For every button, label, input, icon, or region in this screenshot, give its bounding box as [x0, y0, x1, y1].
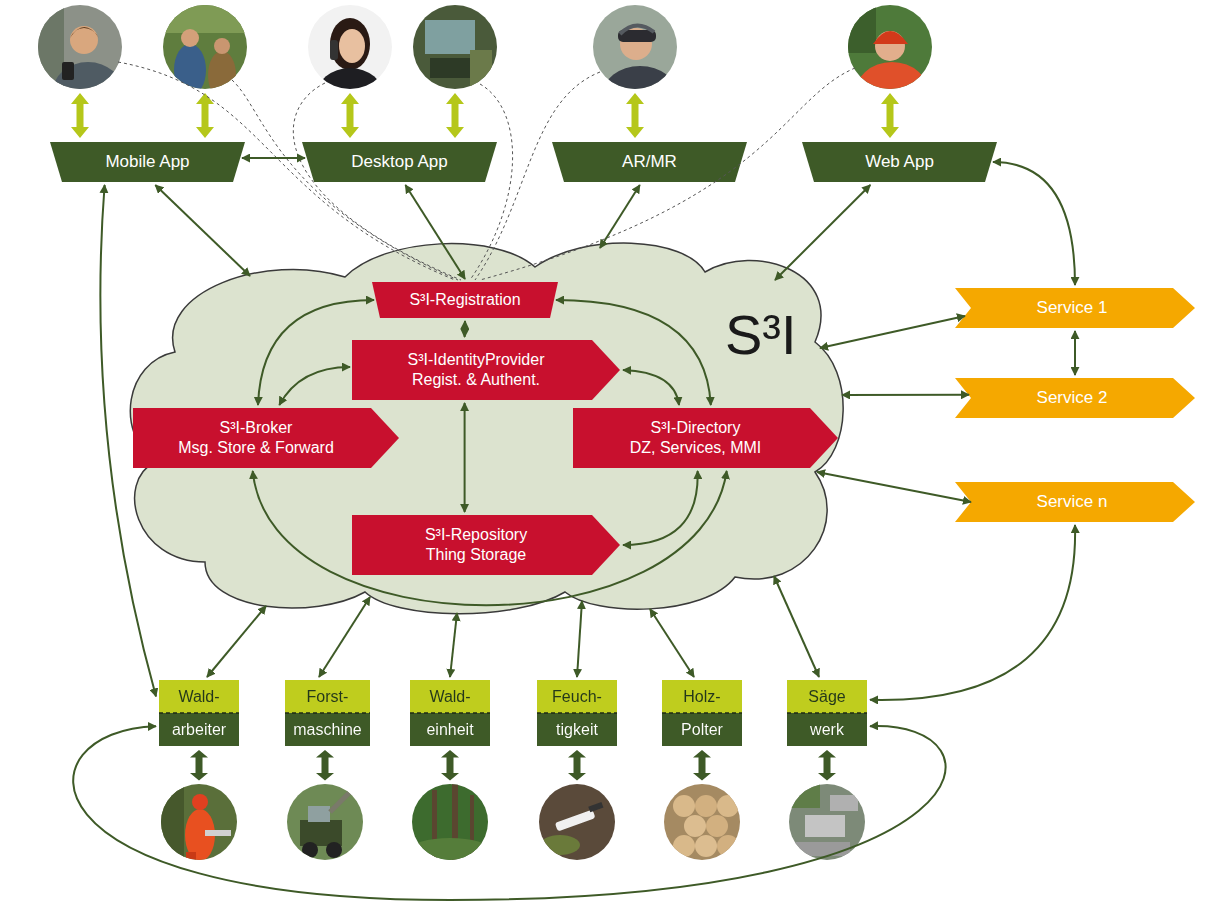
- connector: [73, 726, 945, 900]
- pent-outline: [133, 408, 399, 468]
- component-box: S³I-DirectoryDZ, Services, MMI: [573, 408, 838, 468]
- app-box: AR/MR: [552, 142, 747, 182]
- connector: [817, 472, 971, 502]
- dark-arrow: [190, 750, 836, 781]
- cloud-platform: S³I S³I-RegistrationS³I-IdentityProviderR…: [115, 232, 850, 627]
- connector: [464, 321, 466, 337]
- service-box: Service 1: [955, 288, 1195, 328]
- box-label: Säge werk: [808, 680, 845, 746]
- thing-box: Feuch- tigkeit: [537, 680, 617, 746]
- connector: [650, 609, 694, 677]
- connector: [870, 525, 1075, 700]
- service-box: Service n: [955, 482, 1195, 522]
- component-box: S³I-BrokerMsg. Store & Forward: [133, 408, 399, 468]
- connector: [600, 185, 640, 248]
- component-box: S³I-IdentityProviderRegist. & Authent.: [352, 340, 620, 400]
- thing-photo: [662, 782, 742, 862]
- pent-outline: [352, 340, 620, 400]
- thing-photo: [787, 782, 867, 862]
- thing-photo: [537, 782, 617, 862]
- connector: [993, 162, 1075, 285]
- box-label: Feuch- tigkeit: [552, 680, 602, 746]
- box-label: Service 1: [1037, 298, 1108, 318]
- box-subtitle: Msg. Store & Forward: [178, 438, 334, 458]
- box-label: S³I-Broker: [220, 418, 293, 438]
- box-label: Forst- maschine: [293, 680, 361, 746]
- connector: [774, 576, 819, 677]
- lime-arrow: [71, 93, 899, 138]
- thing-photo: [159, 782, 239, 866]
- connector: [820, 316, 965, 348]
- box-label: Mobile App: [105, 152, 189, 172]
- box-label: AR/MR: [622, 152, 677, 172]
- app-box: Desktop App: [302, 142, 497, 182]
- pent-outline: [573, 408, 838, 468]
- thing-photo: [410, 782, 490, 862]
- box-label: S³I-IdentityProvider: [408, 350, 545, 370]
- box-subtitle: DZ, Services, MMI: [630, 438, 762, 458]
- connector: [207, 606, 266, 677]
- connector: [842, 394, 969, 396]
- platform-title: S³I: [725, 307, 797, 363]
- connector: [775, 185, 870, 280]
- connector: [450, 613, 457, 677]
- user-photo: [411, 3, 501, 93]
- service-box: Service 2: [955, 378, 1195, 418]
- component-box: S³I-Registration: [372, 282, 558, 318]
- box-label: S³I-Registration: [409, 291, 520, 309]
- box-subtitle: Thing Storage: [426, 545, 527, 565]
- connector: [1074, 331, 1076, 375]
- box-label: Service 2: [1037, 388, 1108, 408]
- thing-box: Wald- arbeiter: [159, 680, 239, 746]
- box-subtitle: Regist. & Authent.: [412, 370, 540, 390]
- thing-box: Wald- einheit: [410, 680, 490, 746]
- user-photo: [161, 3, 251, 99]
- thing-box: Forst- maschine: [285, 680, 370, 746]
- box-label: Wald- arbeiter: [172, 680, 226, 746]
- box-label: Holz- Polter: [681, 680, 723, 746]
- box-label: S³I-Repository: [425, 525, 527, 545]
- box-label: Service n: [1037, 492, 1108, 512]
- thing-box: Säge werk: [787, 680, 867, 746]
- box-label: Wald- einheit: [426, 680, 473, 746]
- thing-photo: [285, 782, 365, 862]
- app-box: Web App: [802, 142, 997, 182]
- connector: [464, 403, 466, 512]
- component-box: S³I-RepositoryThing Storage: [352, 515, 620, 575]
- connector: [577, 601, 582, 677]
- connector: [242, 157, 305, 159]
- box-label: Web App: [865, 152, 934, 172]
- box-label: S³I-Directory: [651, 418, 741, 438]
- thing-box: Holz- Polter: [662, 680, 742, 746]
- connector: [155, 185, 250, 276]
- app-box: Mobile App: [50, 142, 245, 182]
- pent-outline: [352, 515, 620, 575]
- box-label: Desktop App: [351, 152, 447, 172]
- connector: [319, 597, 370, 677]
